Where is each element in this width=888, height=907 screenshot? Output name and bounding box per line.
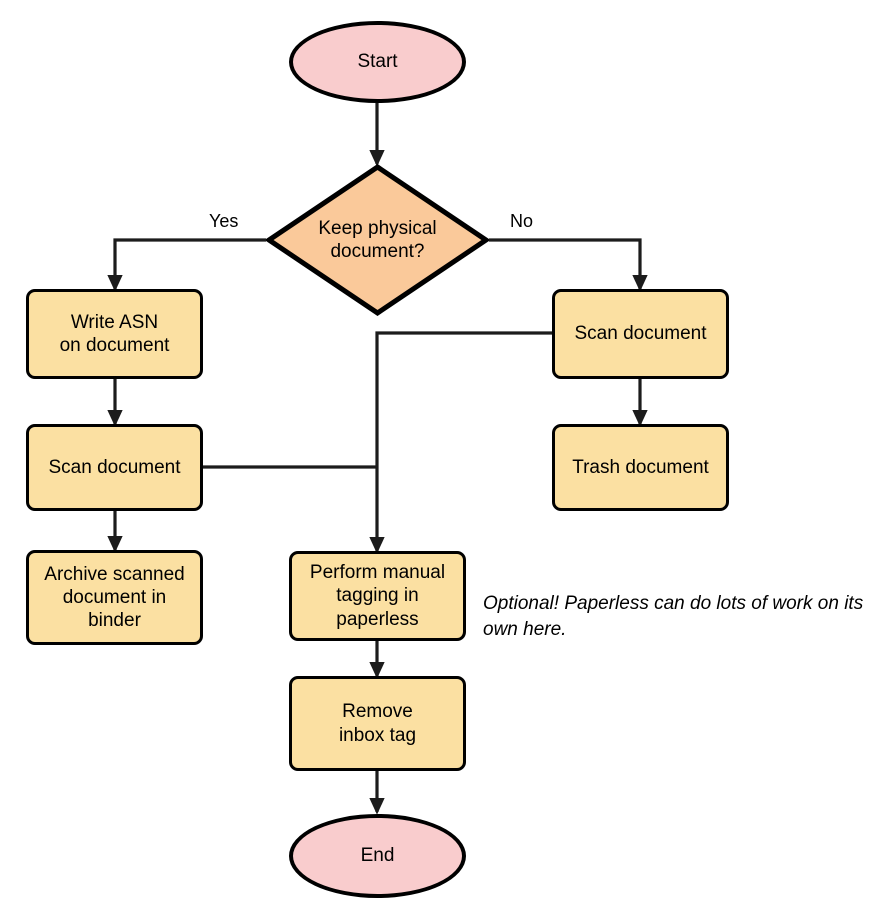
node-scan-document-right[interactable]: Scan document xyxy=(552,289,729,379)
node-write-asn-on-document[interactable]: Write ASN on document xyxy=(26,289,203,379)
node-trash-document-label: Trash document xyxy=(572,456,709,478)
node-scan-document-left[interactable]: Scan document xyxy=(26,424,203,511)
node-archive-label: Archive scanned document in binder xyxy=(44,563,185,632)
node-end-label: End xyxy=(360,845,395,867)
edge-decision-to-write-asn xyxy=(107,238,266,292)
node-remove-inbox-tag[interactable]: Remove inbox tag xyxy=(289,676,466,771)
node-write-asn-label: Write ASN on document xyxy=(59,311,170,356)
diamond-shape xyxy=(266,164,489,316)
node-scan-document-left-label: Scan document xyxy=(48,456,181,478)
node-remove-inbox-label: Remove inbox tag xyxy=(338,701,417,746)
edge-label-yes: Yes xyxy=(209,211,239,231)
node-end[interactable]: End xyxy=(289,814,466,898)
node-decision-label: Keep physical document? xyxy=(318,217,437,262)
node-start-label: Start xyxy=(357,51,398,73)
annotation-optional-paperless: Optional! Paperless can do lots of work … xyxy=(483,593,864,640)
edge-label-no: No xyxy=(510,211,534,231)
edge-decision-to-scan-right xyxy=(489,238,648,292)
node-scan-document-right-label: Scan document xyxy=(574,323,707,345)
edge-scan-right-to-tagging xyxy=(369,331,552,554)
node-archive-scanned-document-in-binder[interactable]: Archive scanned document in binder xyxy=(26,550,203,645)
node-start[interactable]: Start xyxy=(289,21,466,103)
node-tagging-label: Perform manual tagging in paperless xyxy=(309,562,446,630)
node-trash-document[interactable]: Trash document xyxy=(552,424,729,511)
node-decision-keep-physical-document[interactable]: Keep physical document? xyxy=(266,164,489,316)
node-perform-manual-tagging[interactable]: Perform manual tagging in paperless xyxy=(289,551,466,641)
